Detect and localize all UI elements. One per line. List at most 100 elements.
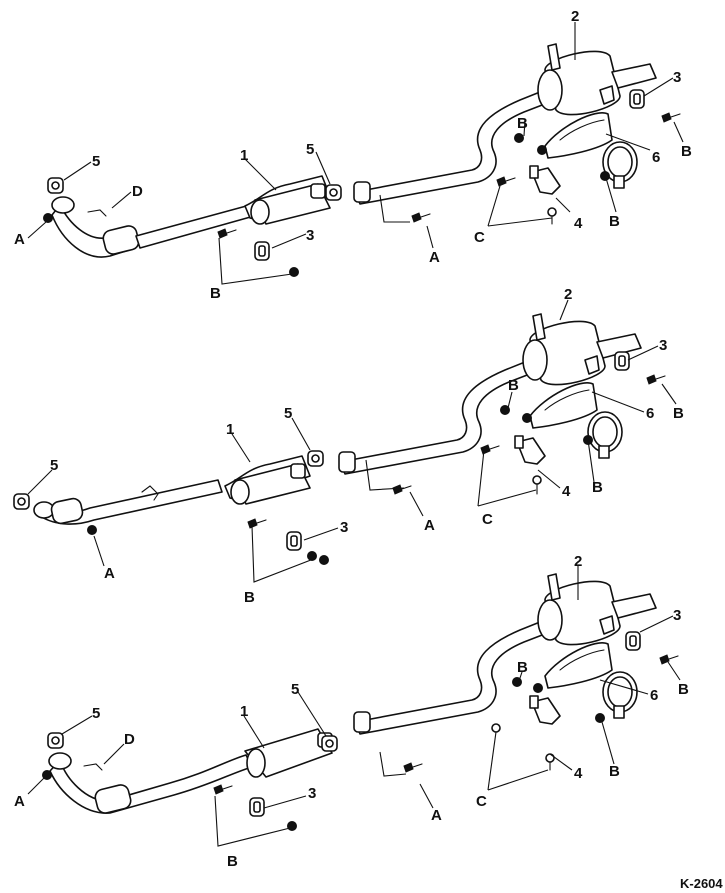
label-b: B (244, 589, 255, 606)
gasket (321, 735, 338, 752)
label-b: B (609, 213, 620, 230)
bolt (213, 784, 233, 795)
label-a: A (14, 793, 25, 810)
bolt (646, 374, 666, 385)
nut (522, 413, 532, 423)
label-a: A (429, 249, 440, 266)
label-4: 4 (574, 215, 583, 232)
label-4: 4 (574, 765, 583, 782)
nut (533, 683, 543, 693)
label-a: A (424, 517, 435, 534)
diagram-variant-middle: 2 1 3 3 5 5 6 4 A A B B B B C (13, 286, 684, 606)
rear-pipe-and-main-muffler (353, 573, 657, 735)
label-c: C (482, 511, 493, 528)
stud (87, 209, 107, 217)
clamp (587, 411, 623, 459)
label-3: 3 (659, 337, 667, 354)
bolt (411, 212, 431, 223)
rubber-hanger (254, 241, 270, 261)
heat-shield (544, 642, 613, 689)
label-2: 2 (574, 553, 582, 570)
nut (43, 213, 53, 223)
center-muffler (244, 175, 331, 225)
bolt (392, 484, 412, 495)
gasket (307, 450, 324, 467)
bolt (403, 762, 423, 773)
gasket (325, 184, 342, 201)
label-2: 2 (564, 286, 572, 303)
label-c: C (474, 229, 485, 246)
label-1: 1 (240, 147, 248, 164)
nut (600, 171, 610, 181)
label-d: D (132, 183, 143, 200)
heat-shield (544, 112, 613, 159)
nut (514, 133, 524, 143)
label-b: B (508, 377, 519, 394)
label-5: 5 (50, 457, 58, 474)
label-3: 3 (308, 785, 316, 802)
label-c: C (476, 793, 487, 810)
label-a: A (431, 807, 442, 824)
heat-shield (529, 382, 598, 429)
bracket (514, 435, 546, 465)
label-b: B (517, 659, 528, 676)
center-muffler (224, 455, 311, 505)
bracket (529, 165, 561, 195)
nut (289, 267, 299, 277)
label-b: B (517, 115, 528, 132)
label-2: 2 (571, 8, 579, 25)
label-5: 5 (291, 681, 299, 698)
label-b: B (609, 763, 620, 780)
label-5: 5 (92, 705, 100, 722)
label-1: 1 (226, 421, 234, 438)
diagram-variant-bottom: 2 1 3 3 5 5 6 4 D A A B B B B C (14, 553, 689, 870)
nut (287, 821, 297, 831)
label-a: A (14, 231, 25, 248)
label-a: A (104, 565, 115, 582)
label-5: 5 (284, 405, 292, 422)
clamp (602, 671, 638, 719)
label-5: 5 (306, 141, 314, 158)
label-1: 1 (240, 703, 248, 720)
washer (547, 207, 557, 217)
label-b: B (592, 479, 603, 496)
bolt (496, 176, 516, 187)
nut (319, 555, 329, 565)
nut (595, 713, 605, 723)
bracket (529, 695, 561, 725)
label-b: B (210, 285, 221, 302)
diagram-variant-top: 2 1 3 3 5 5 6 4 D A A B B B B C (14, 8, 692, 302)
reference-code: K-2604 (680, 876, 723, 891)
rubber-hanger (625, 631, 641, 651)
label-d: D (124, 731, 135, 748)
nut (87, 525, 97, 535)
label-b: B (673, 405, 684, 422)
label-3: 3 (673, 607, 681, 624)
label-b: B (681, 143, 692, 160)
label-5: 5 (92, 153, 100, 170)
label-3: 3 (306, 227, 314, 244)
bolt (217, 228, 237, 239)
gasket (47, 177, 64, 194)
rubber-hanger (629, 89, 645, 109)
gasket (13, 493, 30, 510)
label-4: 4 (562, 483, 571, 500)
bolt (661, 112, 681, 123)
front-pipe (51, 196, 255, 258)
rubber-hanger (286, 531, 302, 551)
front-pipe (49, 754, 253, 814)
bolt (247, 518, 267, 529)
nut (537, 145, 547, 155)
rubber-hanger (249, 797, 265, 817)
label-6: 6 (652, 149, 660, 166)
label-b: B (227, 853, 238, 870)
label-b: B (678, 681, 689, 698)
label-6: 6 (650, 687, 658, 704)
gasket (47, 732, 64, 749)
stud (83, 763, 103, 771)
label-6: 6 (646, 405, 654, 422)
clamp (602, 141, 638, 189)
label-3: 3 (340, 519, 348, 536)
